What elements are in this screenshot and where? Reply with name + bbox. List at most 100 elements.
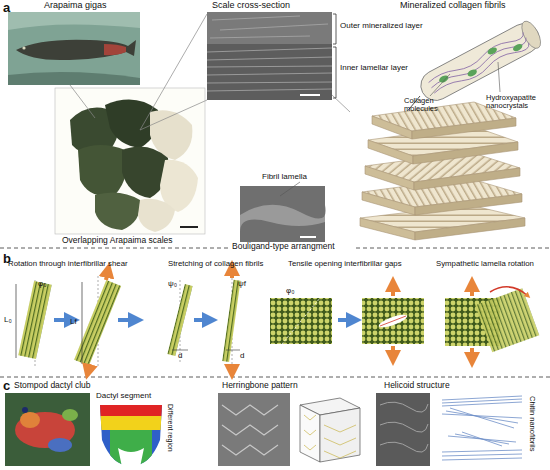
deformation-arrow bbox=[470, 348, 474, 360]
helicoid-sketch bbox=[442, 396, 522, 406]
sem-lamella-inset bbox=[300, 236, 316, 238]
part-label: Collagen molecules bbox=[404, 97, 454, 114]
mantis-shrimp-photo bbox=[22, 407, 28, 413]
layer-label: Inner lamellar layer bbox=[340, 64, 408, 73]
panel-separator bbox=[356, 248, 550, 249]
sem-helicoid bbox=[376, 393, 430, 466]
part-label: Chitin nanofibrils bbox=[528, 396, 536, 451]
panel-separator bbox=[0, 248, 228, 249]
bouligand-stack bbox=[414, 168, 520, 190]
dimension-symbol: d bbox=[240, 352, 244, 361]
section-title: Bouligand-type arrangment bbox=[232, 242, 335, 251]
leader-line bbox=[332, 95, 350, 112]
fibril-cylinder bbox=[438, 74, 450, 84]
sem-cross-section bbox=[207, 89, 332, 91]
mantis-shrimp-photo bbox=[5, 393, 90, 466]
deformation-arrow bbox=[230, 268, 234, 278]
leader-line bbox=[140, 100, 207, 130]
bouligand-stack bbox=[365, 166, 414, 190]
helicoid-sketch bbox=[442, 396, 522, 460]
fibril-rod bbox=[167, 284, 192, 356]
sem-lamella-inset bbox=[280, 182, 300, 196]
deformation-arrow bbox=[194, 318, 210, 322]
fibril-rod bbox=[16, 276, 121, 368]
angle-symbol: ψ₀ bbox=[168, 280, 177, 289]
fibril-rod bbox=[222, 280, 240, 362]
dactyl-club-diagram bbox=[98, 402, 168, 470]
part-label: Hydroxyapatite nanocrystals bbox=[486, 94, 548, 111]
image-caption: Scale cross-section bbox=[212, 1, 290, 11]
herringbone-sketch bbox=[300, 405, 320, 462]
scales-photo bbox=[138, 199, 175, 232]
bouligand-stack bbox=[372, 116, 412, 139]
fibril-rod bbox=[74, 280, 121, 366]
lamella-section bbox=[282, 298, 320, 344]
lamella-section bbox=[270, 298, 332, 344]
herringbone-sketch bbox=[304, 415, 316, 450]
mantis-shrimp-photo bbox=[62, 409, 78, 421]
lamella-section bbox=[270, 287, 539, 352]
fish-photo bbox=[8, 12, 140, 85]
photo-caption: Arapaima gigas bbox=[44, 1, 107, 11]
deformation-arrow bbox=[391, 346, 395, 358]
lamella-section bbox=[378, 312, 409, 330]
deformation-arrow bbox=[470, 284, 474, 296]
bouligand-stack bbox=[362, 192, 415, 215]
sem-herringbone bbox=[218, 393, 290, 466]
bouligand-stack bbox=[360, 102, 525, 240]
mantis-shrimp-photo bbox=[5, 393, 90, 466]
scales-photo bbox=[180, 226, 198, 228]
sem-herringbone bbox=[222, 425, 278, 435]
sem-cross-section bbox=[207, 66, 332, 67]
sem-lamella-inset bbox=[240, 205, 326, 232]
fibril-rod bbox=[16, 284, 17, 358]
fibril-rod bbox=[226, 350, 240, 351]
dactyl-club-diagram bbox=[110, 430, 152, 470]
helicoid-sketch bbox=[448, 432, 516, 446]
stage-title: Sympathetic lamella rotation bbox=[436, 260, 534, 269]
sem-cross-section bbox=[207, 48, 332, 52]
layer-label: Outer mineralized layer bbox=[340, 22, 423, 31]
sem-lamella-inset bbox=[240, 182, 326, 242]
deformation-arrow bbox=[391, 284, 395, 296]
sem-herringbone bbox=[222, 405, 278, 415]
photo-caption: Overlapping Arapaima scales bbox=[62, 236, 173, 245]
layer-bracket bbox=[333, 14, 336, 44]
fish-photo bbox=[8, 12, 140, 85]
dactyl-club-diagram bbox=[118, 448, 144, 467]
leader-line bbox=[498, 62, 500, 92]
lamella-section bbox=[475, 288, 539, 352]
deformation-arrow bbox=[54, 318, 72, 322]
fish-photo bbox=[8, 12, 140, 30]
mantis-shrimp-photo bbox=[48, 438, 72, 452]
sem-cross-section bbox=[300, 94, 320, 96]
herringbone-sketch bbox=[300, 398, 360, 462]
fibril-cylinder bbox=[512, 43, 524, 53]
deformation-arrow bbox=[88, 364, 90, 372]
part-label: Fibril lamella bbox=[262, 173, 307, 182]
scales-photo bbox=[78, 145, 127, 196]
sem-herringbone bbox=[218, 393, 290, 466]
part-label: Dactyl segment bbox=[96, 392, 151, 401]
fibril-rod bbox=[167, 278, 240, 364]
mantis-shrimp-photo bbox=[20, 412, 40, 428]
sem-cross-section bbox=[207, 12, 332, 100]
bouligand-stack bbox=[415, 194, 522, 215]
deformation-arrow bbox=[54, 268, 472, 372]
scales-photo bbox=[55, 88, 205, 234]
lamella-section bbox=[490, 287, 528, 296]
deformation-arrow bbox=[118, 318, 136, 322]
fibril-cylinder bbox=[434, 41, 532, 97]
sem-herringbone bbox=[222, 445, 278, 455]
layer-bracket bbox=[333, 47, 336, 98]
bouligand-stack bbox=[412, 118, 516, 139]
fibril-cylinder bbox=[416, 18, 545, 106]
dactyl-club-diagram bbox=[98, 402, 168, 416]
helicoid-sketch bbox=[442, 450, 522, 460]
sem-helicoid bbox=[380, 402, 428, 412]
fibril-cylinder bbox=[437, 35, 524, 91]
sem-cross-section bbox=[207, 12, 332, 100]
dactyl-club-diagram bbox=[98, 402, 168, 470]
leader-line bbox=[430, 74, 450, 96]
